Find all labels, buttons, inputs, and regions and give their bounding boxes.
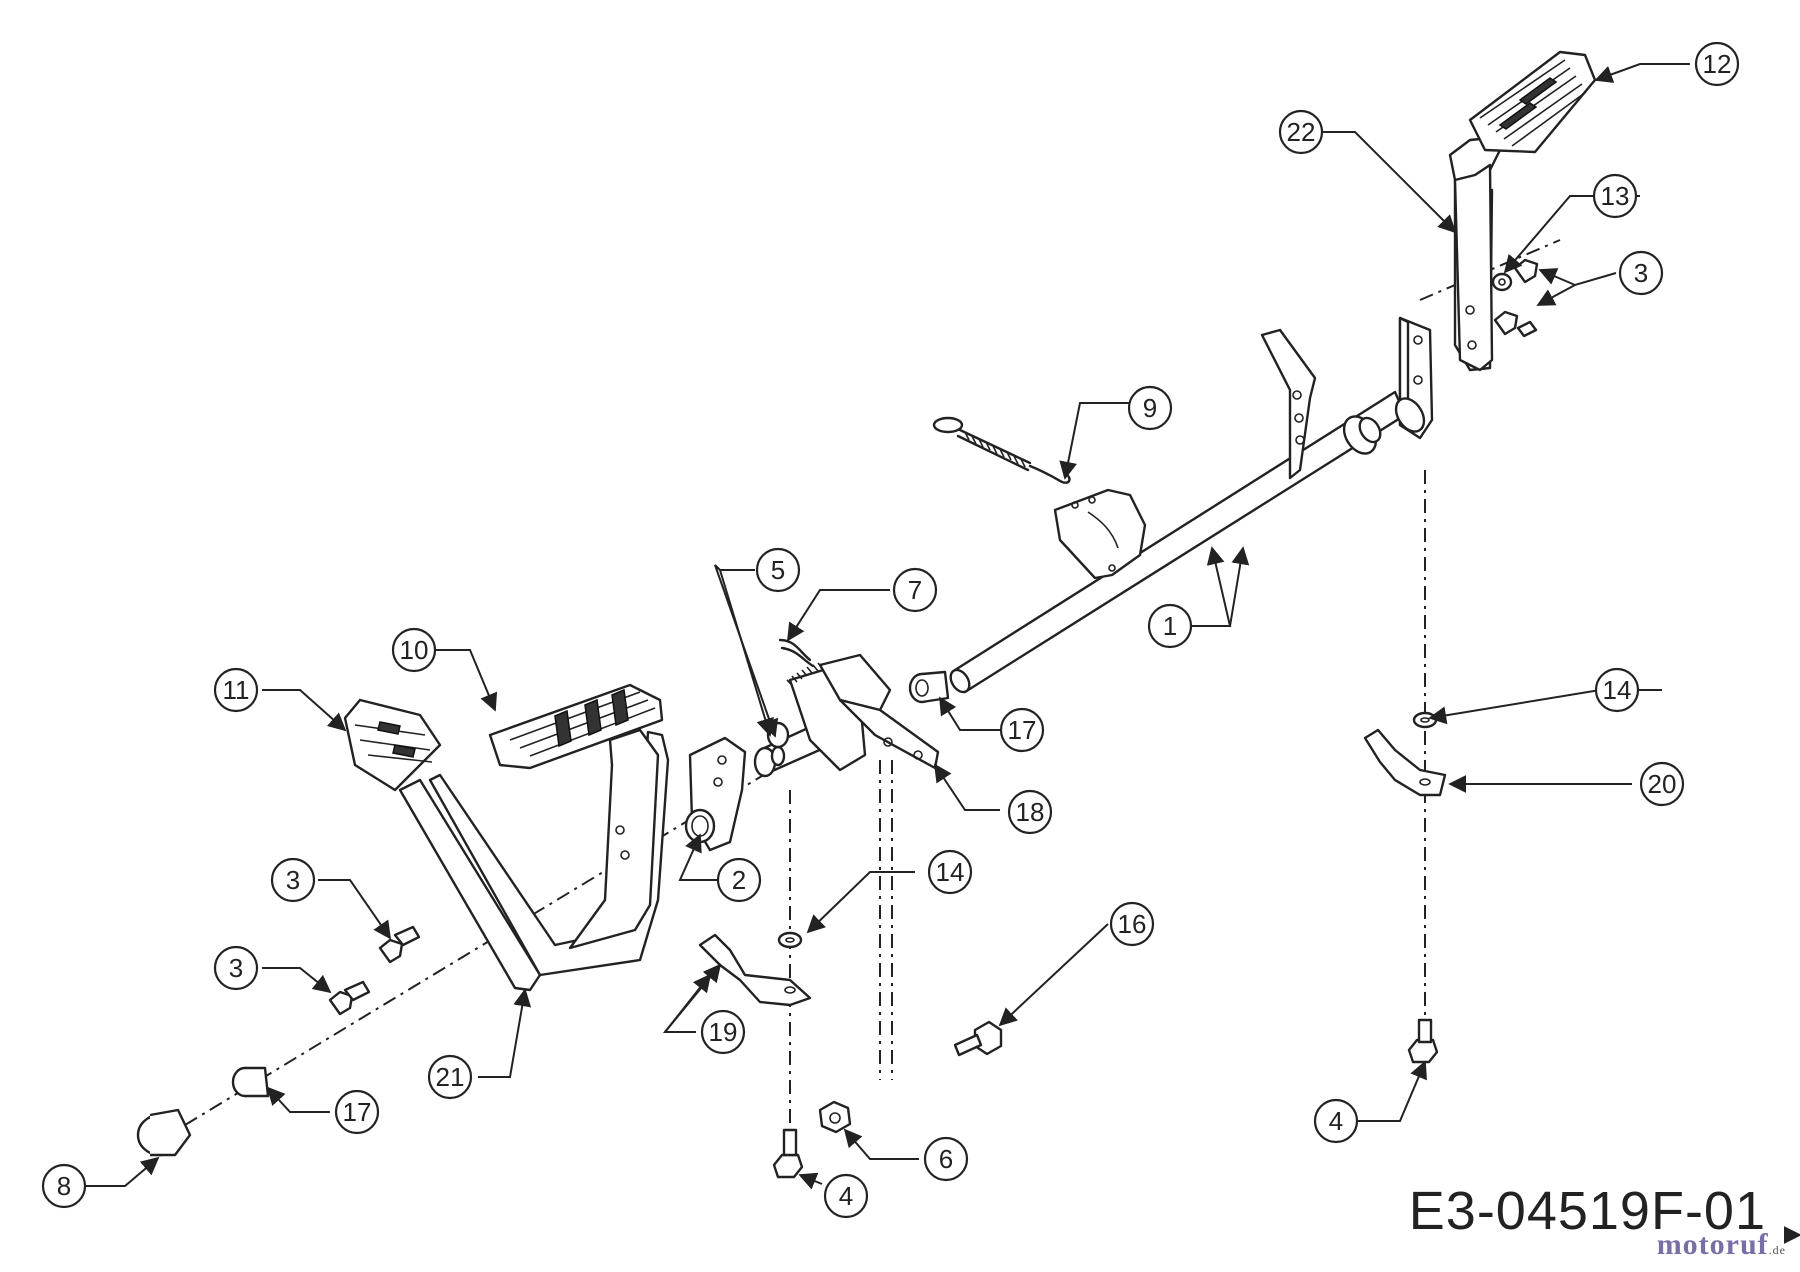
callout-13: 13 xyxy=(1592,173,1638,219)
callout-5: 5 xyxy=(755,547,801,593)
callout-14b: 14 xyxy=(1594,667,1640,713)
right-hardware xyxy=(1491,258,1539,338)
shaft-tab xyxy=(1260,328,1317,480)
ratchet-plate xyxy=(1053,488,1147,580)
mount-bracket xyxy=(684,736,747,852)
callout-4b-label: 4 xyxy=(1329,1106,1343,1136)
cotter-clip xyxy=(778,638,815,668)
bushing-lower xyxy=(231,1066,270,1098)
watermark-text: motoruf xyxy=(1656,1228,1769,1261)
callout-21: 21 xyxy=(427,1054,473,1100)
callout-3a: 3 xyxy=(270,857,316,903)
callout-3c: 3 xyxy=(1618,250,1664,296)
callout-16: 16 xyxy=(1109,901,1155,947)
callout-12-label: 12 xyxy=(1703,49,1732,79)
callout-1: 1 xyxy=(1147,603,1193,649)
left-pedal-pad-11 xyxy=(343,698,442,792)
callout-6-label: 6 xyxy=(939,1144,953,1174)
left-bolts xyxy=(328,925,421,1016)
callout-7-label: 7 xyxy=(908,575,922,605)
callout-3a-label: 3 xyxy=(286,865,300,895)
callout-12: 12 xyxy=(1694,41,1740,87)
callout-20-label: 20 xyxy=(1648,769,1677,799)
callout-3b: 3 xyxy=(213,945,259,991)
callout-10: 10 xyxy=(391,627,437,673)
washer-right xyxy=(1412,711,1438,729)
callout-19: 19 xyxy=(700,1009,746,1055)
bushing-upper xyxy=(908,670,950,704)
callout-4a-label: 4 xyxy=(839,1181,853,1211)
clamp-right xyxy=(1363,728,1447,797)
callout-10-label: 10 xyxy=(400,635,429,665)
watermark-suffix: .de xyxy=(1768,1243,1786,1257)
callout-11: 11 xyxy=(213,667,259,713)
callout-20: 20 xyxy=(1639,761,1685,807)
callout-14a: 14 xyxy=(927,849,973,895)
callout-17b-label: 17 xyxy=(343,1097,372,1127)
right-pedal-arm xyxy=(1448,133,1522,372)
callout-18-label: 18 xyxy=(1016,797,1045,827)
callout-9: 9 xyxy=(1127,385,1173,431)
callout-18: 18 xyxy=(1007,789,1053,835)
callout-6: 6 xyxy=(923,1136,969,1182)
callout-8-label: 8 xyxy=(57,1171,71,1201)
callout-5-label: 5 xyxy=(771,555,785,585)
left-pedal-pad-10 xyxy=(488,683,664,770)
left-pedal-frame xyxy=(398,728,670,992)
clamp-left xyxy=(698,933,812,1007)
main-shaft xyxy=(949,390,1407,694)
end-cap xyxy=(136,1108,192,1157)
callout-19-label: 19 xyxy=(709,1017,738,1047)
callout-2-label: 2 xyxy=(732,865,746,895)
center-lines xyxy=(184,239,1561,1140)
watermark-logo: motoruf.de xyxy=(1657,1228,1786,1262)
callout-16-label: 16 xyxy=(1118,909,1147,939)
callout-17a: 17 xyxy=(999,707,1045,753)
callout-9-label: 9 xyxy=(1143,393,1157,423)
callout-14b-label: 14 xyxy=(1603,675,1632,705)
callout-3b-label: 3 xyxy=(229,953,243,983)
right-pedal-pad xyxy=(1468,50,1597,154)
extension-spring xyxy=(932,416,1071,484)
callout-17b: 17 xyxy=(334,1089,380,1135)
callout-21-label: 21 xyxy=(436,1062,465,1092)
washer-left xyxy=(777,931,803,949)
callout-14a-label: 14 xyxy=(936,857,965,887)
callout-17a-label: 17 xyxy=(1008,715,1037,745)
drawing-number: E3-04519F-01 xyxy=(1408,1181,1766,1241)
callout-13-label: 13 xyxy=(1601,181,1630,211)
bolt-4-right xyxy=(1407,1018,1439,1064)
hex-nut xyxy=(818,1100,852,1134)
callout-1-label: 1 xyxy=(1163,611,1177,641)
callout-2: 2 xyxy=(716,857,762,903)
callout-8: 8 xyxy=(41,1163,87,1209)
pedal-lever xyxy=(818,653,940,770)
callout-4a: 4 xyxy=(823,1173,869,1219)
callout-3c-label: 3 xyxy=(1634,258,1648,288)
callout-4b: 4 xyxy=(1313,1098,1359,1144)
bolt-16 xyxy=(953,1020,1003,1057)
callout-22: 22 xyxy=(1278,109,1324,155)
shaft-bracket-right xyxy=(1394,316,1434,440)
callout-22-label: 22 xyxy=(1287,117,1316,147)
bolt-4-left xyxy=(772,1128,804,1179)
callout-11-label: 11 xyxy=(223,675,250,705)
leader-lines xyxy=(86,63,1690,1190)
callout-7: 7 xyxy=(892,567,938,613)
